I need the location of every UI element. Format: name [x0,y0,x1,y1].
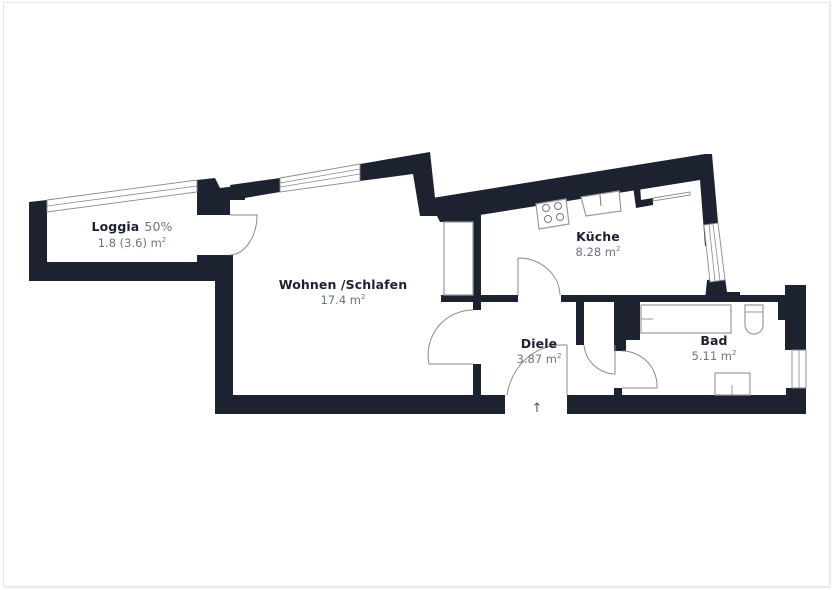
room-name: Loggia [91,219,140,234]
toilet-icon [744,304,764,335]
wall-bottom-right [567,395,806,414]
room-label-diele: Diele 3.87 m2 [517,336,562,366]
wall-bad-right-lower [786,388,806,395]
wall-bottom-left [215,395,505,414]
entry-arrow-icon: ↑ [531,401,543,416]
washbasin-icon [714,372,751,396]
room-name: Wohnen /Schlafen [278,277,408,292]
stove-icon [535,198,570,230]
wall-wohnen-diele-upper [473,298,481,310]
room-name: Diele [520,336,558,351]
wall-kueche-niche [633,185,653,208]
wall-diele-storage [576,302,584,345]
wall-wohnen-left [215,262,233,395]
wall-bad-right [778,285,806,350]
room-area: 17.4 m2 [320,292,366,307]
wall-wohnen-kueche [473,215,481,298]
wall-bad-lower-stub [614,388,622,395]
door-wohnen [427,309,474,365]
door-bad [621,350,658,389]
wall-loggia-bottom [29,262,215,281]
wall-kueche-top [420,154,720,246]
kueche-niche-door [652,191,691,202]
wall-wohnen-left-upper [215,255,233,262]
room-percentage: 50% [144,219,173,234]
room-label-bad: Bad 5.11 m2 [692,333,737,363]
wall-bad-left [614,302,640,351]
room-name: Küche [576,229,620,244]
wall-kueche-bottom-right [561,295,806,302]
door-entry [506,344,568,396]
door-kueche [517,257,561,296]
kueche-window [703,222,726,283]
wall-wohnen-diele-lower [473,364,481,395]
room-area: 5.11 m2 [691,348,737,363]
room-area: 3.87 m2 [516,351,562,366]
wohnen-window [279,163,361,193]
door-storage [583,344,616,375]
room-area: 1.8 (3.6) m2 [97,236,167,250]
room-label-loggia: Loggia 50% 1.8 (3.6) m2 [92,216,173,250]
room-label-kueche: Küche 8.28 m2 [576,229,621,259]
room-name: Bad [700,333,728,348]
bathtub-icon [640,304,732,334]
wall-kueche-right-lower [705,278,740,300]
wall-wohnen-top-a [230,178,280,200]
sink-icon [580,190,622,217]
wall-wohnen-top-b [360,152,437,216]
plan-frame [3,2,830,587]
door-loggia [229,214,258,256]
room-area: 8.28 m2 [575,244,621,259]
wardrobe [443,221,474,296]
wall-loggia-left [29,200,47,262]
room-label-wohnen-schlafen: Wohnen /Schlafen 17.4 m2 [279,277,407,307]
